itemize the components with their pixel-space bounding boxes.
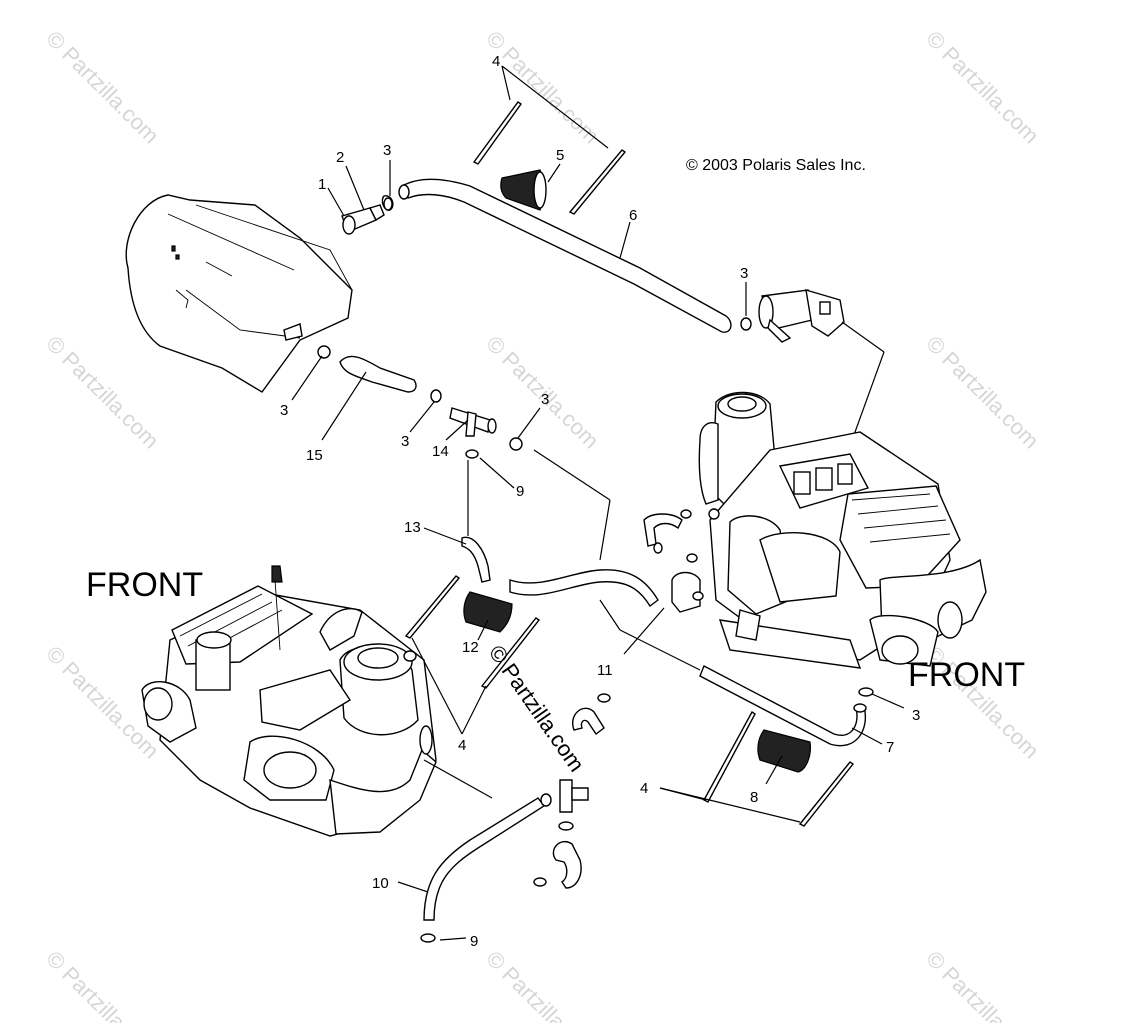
callout-11: 11	[597, 662, 613, 679]
callout-4: 4	[640, 780, 648, 797]
clamps	[317, 197, 874, 697]
watermark-tile: © Partzilla.com	[41, 946, 164, 1023]
callout-3: 3	[740, 265, 748, 282]
hose-5	[500, 169, 547, 211]
callout-3: 3	[912, 707, 920, 724]
watermark-tile: © Partzilla.com	[921, 331, 1044, 454]
hose-10	[420, 793, 552, 943]
leader-lines	[291, 160, 905, 941]
hose-13	[461, 536, 659, 608]
callout-15: 15	[306, 447, 323, 464]
lower-fittings	[533, 693, 611, 889]
watermark-tile: © Partzilla.com	[41, 331, 164, 454]
callout-4: 4	[458, 737, 466, 754]
callouts: 1 2 3 4 5 6 3 3 15 3 14 3 9 13 12 11 4 3…	[280, 53, 920, 950]
airbox-illustration	[125, 194, 353, 393]
watermark-center: © Partzilla.com	[484, 641, 590, 777]
watermark-tile: © Partzilla.com	[921, 26, 1044, 149]
callout-3: 3	[541, 391, 549, 408]
watermark-tile: © Partzilla.com	[41, 26, 164, 149]
hose-15	[339, 355, 417, 393]
callout-3: 3	[280, 402, 288, 419]
callout-9: 9	[470, 933, 478, 950]
callout-1: 1	[318, 176, 326, 193]
tee-fitting-14	[449, 407, 497, 437]
callout-12: 12	[462, 639, 479, 656]
front-label-left: FRONT	[86, 566, 203, 604]
callout-6: 6	[629, 207, 637, 224]
hose-6	[398, 178, 732, 333]
zip-ties-lower	[659, 710, 855, 827]
engine-right-illustration	[643, 391, 987, 669]
copyright-text: © 2003 Polaris Sales Inc.	[686, 157, 866, 174]
callout-14: 14	[432, 443, 449, 460]
callout-9: 9	[516, 483, 524, 500]
thermostat-housing	[758, 289, 885, 469]
hose-8	[757, 729, 811, 773]
callout-2: 2	[336, 149, 344, 166]
hose-12	[463, 591, 513, 633]
front-label-right: FRONT	[908, 656, 1025, 694]
callout-3: 3	[383, 142, 391, 159]
callout-5: 5	[556, 147, 564, 164]
callout-13: 13	[404, 519, 421, 536]
callout-3: 3	[401, 433, 409, 450]
callout-4: 4	[492, 53, 500, 70]
callout-8: 8	[750, 789, 758, 806]
callout-10: 10	[372, 875, 389, 892]
callout-7: 7	[886, 739, 894, 756]
watermark-tile: © Partzilla.com	[481, 946, 604, 1023]
hose-7	[699, 665, 867, 747]
watermark-tile: © Partzilla.com	[921, 946, 1044, 1023]
zip-ties-top	[472, 65, 627, 215]
engine-left-illustration	[141, 565, 437, 837]
